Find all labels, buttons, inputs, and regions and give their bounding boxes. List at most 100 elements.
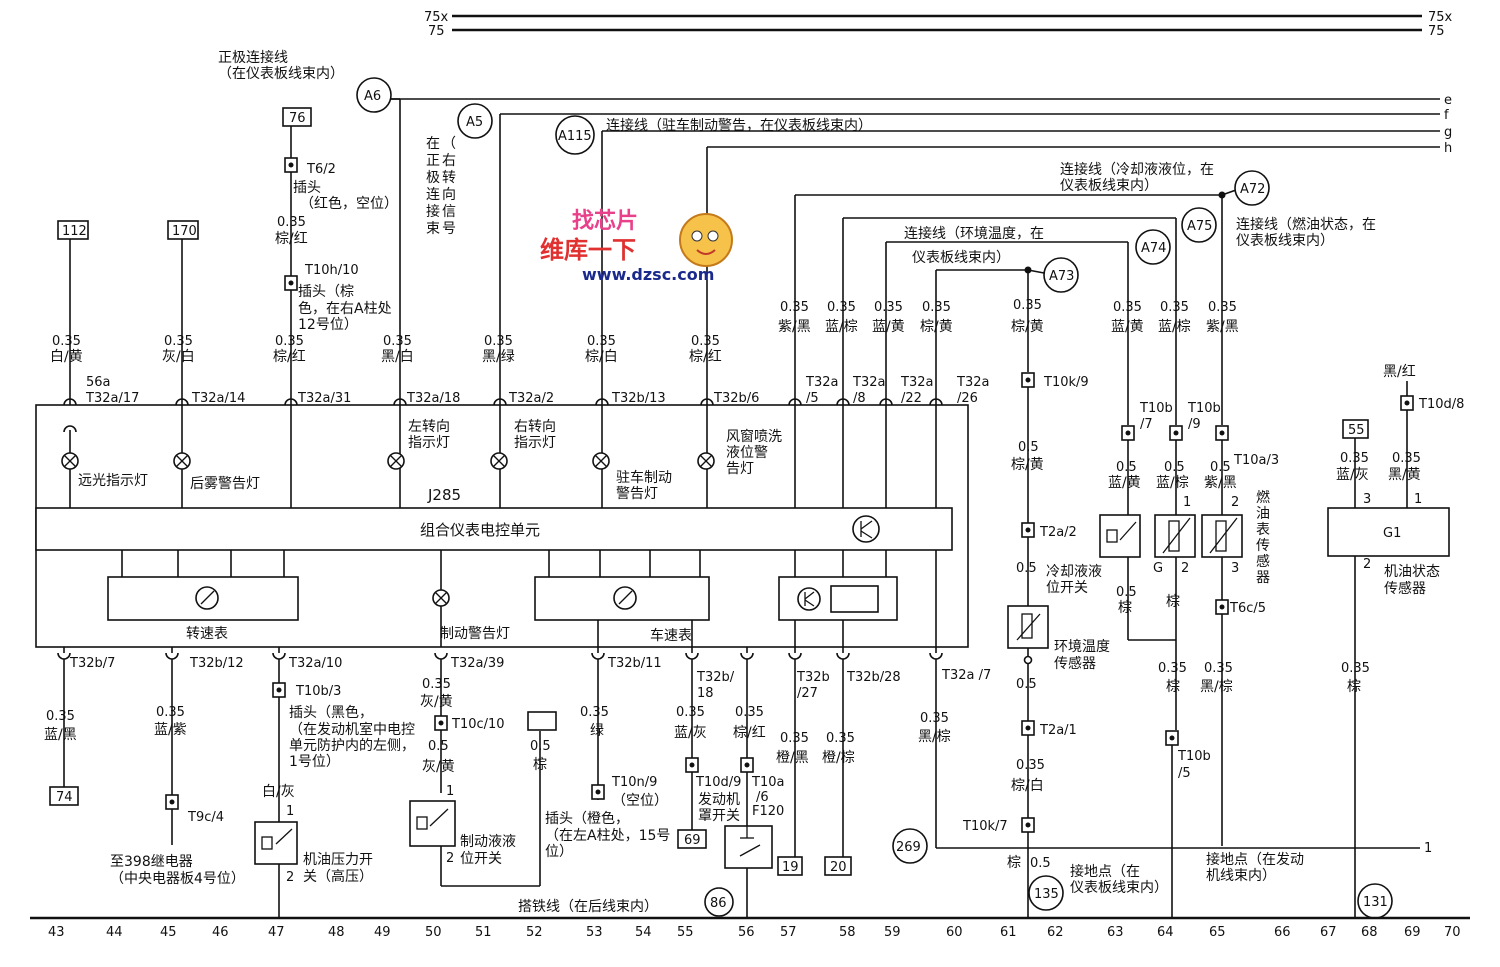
svg-text:棕/白: 棕/白 (1011, 778, 1044, 794)
svg-text:T32a/39: T32a/39 (450, 656, 504, 671)
svg-text:接地点（在: 接地点（在 (1070, 863, 1140, 880)
svg-text:0.35: 0.35 (691, 334, 720, 349)
amb-label-2: 仪表板线束内） (912, 250, 1010, 266)
rail-75x-left: 75x (424, 10, 449, 25)
t6-2-label: T6/2 (306, 162, 336, 177)
svg-text:2: 2 (446, 851, 454, 866)
svg-text:蓝/黑: 蓝/黑 (44, 727, 77, 743)
svg-text:62: 62 (1047, 925, 1064, 940)
svg-text:插头（橙色，: 插头（橙色， (545, 810, 629, 827)
connector-a75 (1181, 207, 1217, 243)
svg-text:2: 2 (1363, 557, 1371, 572)
connector-arcs (63, 398, 943, 406)
svg-text:黑/棕: 黑/棕 (918, 729, 951, 745)
svg-text:T32b/13: T32b/13 (611, 391, 666, 406)
svg-text:54: 54 (635, 925, 652, 940)
svg-text:69: 69 (1404, 925, 1421, 940)
svg-text:接地点（在发动: 接地点（在发动 (1206, 851, 1304, 868)
svg-text:0.35: 0.35 (920, 711, 949, 726)
a72-label-2: 仪表板线束内） (1060, 178, 1158, 194)
svg-text:蓝/棕: 蓝/棕 (1158, 319, 1191, 335)
svg-text:T10b: T10b (1139, 401, 1173, 416)
j285-label: J285 (427, 486, 461, 504)
svg-text:绿: 绿 (590, 723, 604, 739)
svg-text:T32a /7: T32a /7 (941, 668, 991, 683)
svg-text:插头（棕: 插头（棕 (298, 284, 354, 300)
a72-label-1: 连接线（冷却液液位，在 (1060, 161, 1214, 178)
rail-g: g (1444, 125, 1452, 140)
ground-135 (1028, 875, 1064, 911)
svg-text:0.35: 0.35 (156, 705, 185, 720)
svg-text:T32b/: T32b/ (696, 670, 735, 685)
svg-text:油: 油 (1256, 506, 1270, 522)
svg-text:蓝/黄: 蓝/黄 (872, 318, 905, 335)
upper-wire-labels: 0.35白/黄 0.35灰/白 0.35棕/红 0.35黑/白 0.35黑/绿 … (50, 298, 1239, 365)
svg-text:18: 18 (697, 686, 714, 701)
svg-text:0.5: 0.5 (1164, 460, 1185, 475)
svg-text:0.35: 0.35 (587, 334, 616, 349)
svg-text:0.35: 0.35 (275, 334, 304, 349)
fuel-label-2: 仪表板线束内） (1236, 233, 1334, 249)
svg-text:机油压力开: 机油压力开 (303, 852, 373, 868)
svg-text:0.35: 0.35 (383, 334, 412, 349)
svg-text:112: 112 (62, 224, 87, 239)
connector-a115 (555, 115, 595, 155)
svg-text:黑/绿: 黑/绿 (482, 349, 515, 365)
svg-text:0.35: 0.35 (922, 300, 951, 315)
svg-text:0.5: 0.5 (1016, 561, 1037, 576)
svg-text:1: 1 (286, 804, 294, 819)
svg-text:2: 2 (286, 870, 294, 885)
svg-text:插头: 插头 (293, 180, 321, 196)
svg-text:传: 传 (1256, 538, 1270, 554)
svg-text:制动液液: 制动液液 (460, 834, 516, 850)
svg-text:0.35: 0.35 (1160, 300, 1189, 315)
svg-text:冷却液液: 冷却液液 (1046, 564, 1102, 580)
svg-text:T32a: T32a (852, 375, 885, 390)
svg-text:正: 正 (426, 153, 440, 169)
svg-text:棕/黄: 棕/黄 (920, 318, 953, 335)
svg-text:T10b: T10b (1187, 401, 1221, 416)
svg-text:1: 1 (446, 784, 454, 799)
connector-a5 (457, 103, 493, 139)
svg-text:T32a: T32a (956, 375, 989, 390)
svg-text:0.35: 0.35 (52, 334, 81, 349)
svg-text:20: 20 (830, 860, 847, 875)
svg-text:12号位）: 12号位） (298, 317, 358, 333)
svg-text:55: 55 (1348, 423, 1365, 438)
ref-170 (167, 220, 199, 240)
svg-text:65: 65 (1209, 925, 1226, 940)
svg-text:60: 60 (946, 925, 963, 940)
svg-text:T9c/4: T9c/4 (187, 810, 224, 825)
speedometer (534, 576, 710, 621)
ref-19 (777, 856, 803, 876)
svg-text:找芯片: 找芯片 (572, 209, 638, 234)
svg-text:0.35: 0.35 (1208, 300, 1237, 315)
svg-text:位）: 位） (545, 844, 573, 860)
svg-text:橙/黑: 橙/黑 (776, 750, 809, 766)
svg-text:棕: 棕 (533, 757, 547, 773)
lamp-rear-fog: 后雾警告灯 (190, 476, 260, 492)
bottom-pin-labels: T32b/7 T32b/12 T32a/10 T32a/39 T32b/11 T… (69, 656, 991, 701)
svg-text:58: 58 (839, 925, 856, 940)
svg-text:44: 44 (106, 925, 123, 940)
svg-text:T6c/5: T6c/5 (1229, 601, 1266, 616)
svg-text:蓝/黄: 蓝/黄 (1111, 318, 1144, 335)
svg-text:0.35: 0.35 (1113, 300, 1142, 315)
fuel-sensor-label: 燃 油 表 传 感 器 (1256, 489, 1270, 586)
svg-text:131: 131 (1363, 895, 1388, 910)
svg-text:罩开关: 罩开关 (698, 808, 740, 824)
svg-text:66: 66 (1274, 925, 1291, 940)
connector-a5-id: A5 (466, 115, 483, 130)
svg-text:黑/白: 黑/白 (381, 349, 414, 365)
svg-text:在: 在 (426, 136, 440, 152)
svg-text:/9: /9 (1188, 417, 1201, 432)
svg-text:棕: 棕 (1166, 594, 1180, 610)
svg-text:0.35: 0.35 (676, 705, 705, 720)
svg-text:维库一下: 维库一下 (540, 236, 636, 264)
svg-text:/8: /8 (853, 391, 866, 406)
svg-text:环境温度: 环境温度 (1054, 639, 1110, 655)
svg-text:灰/白: 灰/白 (162, 349, 195, 365)
svg-text:棕: 棕 (1118, 600, 1132, 616)
svg-text:63: 63 (1107, 925, 1124, 940)
svg-text:传感器: 传感器 (1054, 655, 1096, 672)
